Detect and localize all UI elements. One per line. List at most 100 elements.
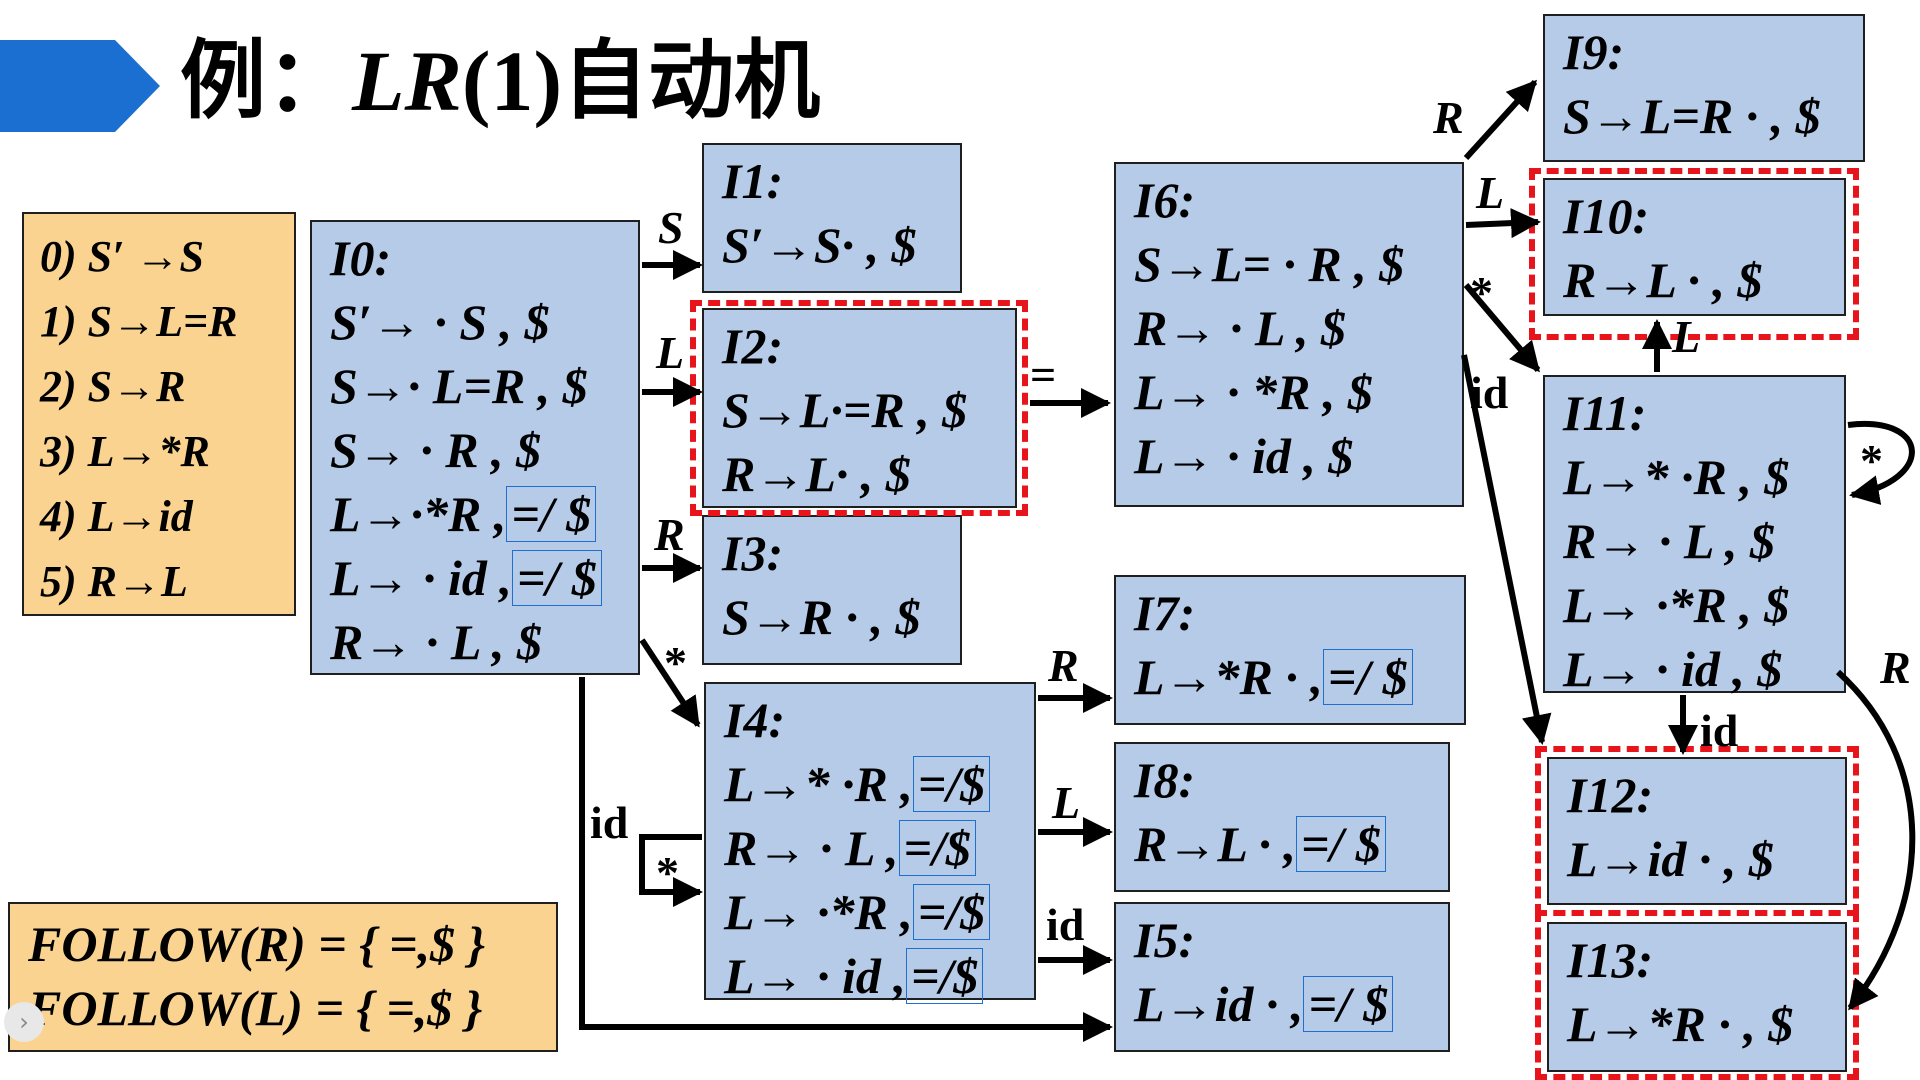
production: 0) S′ →S (40, 232, 204, 281)
edge-label-i0-i5: id (590, 797, 629, 848)
state-i2: I2:S→L·=R , $R→L· , $ (702, 308, 1017, 508)
lookahead-box: =/$ (898, 820, 976, 876)
edge-label-i6-i12: id (1470, 367, 1509, 418)
edge-label-i4-self: * (656, 847, 679, 898)
production: 2) S→R (40, 362, 186, 411)
edge-label-i4-i8: L (1052, 777, 1081, 828)
edge-label-i0-i1: S (658, 202, 684, 253)
production: 4) L→id (40, 492, 193, 541)
lr-item: R→L · ,=/ $ (1134, 812, 1448, 876)
lr-item: L→*R · ,=/ $ (1134, 645, 1464, 709)
lookahead-box: =/ $ (1296, 816, 1386, 872)
state-label: I7: (1134, 585, 1196, 641)
lr-item: S′→ · S , $ (330, 294, 550, 350)
state-i4: I4:L→* ·R ,=/$R→ · L ,=/$L→ ·*R ,=/$L→ ·… (704, 682, 1036, 1004)
slide-nav-icon[interactable]: › (4, 1002, 44, 1042)
edge-label-i11-i12: id (1700, 705, 1739, 756)
state-label: I4: (724, 692, 786, 748)
state-label: I3: (722, 525, 784, 581)
lr-item: S→· L=R , $ (330, 358, 588, 414)
edge-i11-self (1847, 420, 1915, 505)
edge-label-i11-i13: R (1880, 642, 1911, 693)
state-label: I6: (1134, 172, 1196, 228)
state-label: I5: (1134, 912, 1196, 968)
lr-item: R→ · L , $ (1134, 300, 1347, 356)
lookahead-box: =/ $ (1322, 649, 1413, 705)
lookahead-box: =/ $ (506, 486, 597, 542)
lookahead-box: =/ $ (511, 550, 602, 606)
lr-item: L→* ·R , $ (1563, 449, 1790, 505)
lr-item: L→*R · , $ (1567, 996, 1794, 1052)
state-i5: I5:L→id · ,=/ $ (1114, 902, 1450, 1052)
edge-label-i6-i11: * (1470, 267, 1493, 318)
lr-item: R→ · L , $ (1563, 513, 1776, 569)
lr-item: R→L· , $ (722, 446, 911, 502)
state-label: I13: (1567, 932, 1654, 988)
state-label: I11: (1563, 385, 1647, 441)
edge-i6-i12 (1461, 354, 1552, 745)
production: 1) S→L=R (40, 297, 238, 346)
state-i0: I0: S′→ · S , $ S→· L=R , $ S→ · R , $L→·*R… (310, 220, 640, 675)
lookahead-box: =/$ (912, 756, 991, 812)
lr-item: L→id · ,=/ $ (1134, 972, 1448, 1036)
edge-label-i4-i5: id (1046, 899, 1085, 950)
edge-label-i6-i10: L (1476, 167, 1505, 218)
edge-i6-i11 (1463, 283, 1541, 373)
edge-i6-i9 (1463, 79, 1538, 161)
lr-item: S→R · , $ (722, 589, 921, 645)
lr-item: L→ · id , $ (1563, 641, 1783, 697)
highlight-i2 (690, 300, 1028, 516)
state-i9: I9: S→L=R · , $ (1543, 14, 1865, 162)
production: 3) L→*R (40, 427, 210, 476)
state-label: I8: (1134, 752, 1196, 808)
highlight-i10 (1529, 168, 1859, 340)
lr-item: S′→S· , $ (722, 217, 917, 273)
lr-item: L→ · *R , $ (1134, 364, 1373, 420)
lr-item: S→L=R · , $ (1563, 88, 1821, 144)
title-banner-arrow (0, 40, 160, 132)
production: 5) R→L (40, 557, 188, 606)
lr-item: L→·*R ,=/ $ (330, 482, 638, 546)
state-i7: I7:L→*R · ,=/ $ (1114, 575, 1466, 725)
edge-i11-i13 (1835, 669, 1916, 1011)
lr-item: L→ · id ,=/$ (724, 944, 1034, 1008)
state-label: I9: (1563, 24, 1625, 80)
edge-label-i0-i2: L (656, 327, 685, 378)
lookahead-box: =/ $ (1303, 976, 1394, 1032)
lr-item: S→ · R , $ (330, 422, 542, 478)
state-i12: I12:L→id · , $ (1547, 757, 1847, 905)
lr-item: S→L·=R , $ (722, 382, 968, 438)
lr-item: L→ · id ,=/ $ (330, 546, 638, 610)
state-label: I12: (1567, 767, 1654, 823)
lr-item: L→ · id , $ (1134, 428, 1354, 484)
follow-sets: FOLLOW(R) = { =,$ } FOLLOW(L) = { =,$ } (8, 902, 558, 1052)
state-i10: I10: R→L · , $ (1543, 178, 1846, 316)
edge-label-i0-i4: * (664, 637, 687, 688)
lr-item: L→* ·R ,=/$ (724, 752, 1034, 816)
state-label: I0: (330, 230, 392, 286)
state-i6: I6: S→L= · R , $ R→ · L , $ L→ · *R , $ L→ ·… (1114, 162, 1464, 507)
edge-i4-self (639, 834, 703, 907)
lr-item: R→ · L , $ (330, 614, 543, 670)
lookahead-box: =/$ (905, 948, 984, 1004)
edge-label-i6-i9: R (1433, 92, 1464, 143)
edge-label-i11-self: * (1860, 435, 1883, 486)
follow-r: FOLLOW(R) = { =,$ } (28, 916, 486, 972)
lr-item: R→ · L ,=/$ (724, 816, 1034, 880)
edge-label-i11-i10: L (1672, 311, 1701, 362)
lr-item: S→L= · R , $ (1134, 236, 1405, 292)
edge-i0-i5 (579, 677, 1113, 1042)
lr-item: R→L · , $ (1563, 252, 1763, 308)
edge-label-i4-i7: R (1048, 640, 1079, 691)
state-i1: I1:S′→S· , $ (702, 143, 962, 293)
grammar-productions: 0) S′ →S 1) S→L=R 2) S→R 3) L→*R 4) L→id… (22, 212, 296, 616)
state-i13: I13: L→*R · , $ (1547, 922, 1847, 1072)
follow-l: FOLLOW(L) = { =,$ } (28, 980, 483, 1036)
edge-label-i0-i3: R (654, 509, 685, 560)
state-label: I10: (1563, 188, 1650, 244)
lr-item: L→ ·*R , $ (1563, 577, 1790, 633)
edge-i0-i4 (639, 638, 701, 728)
state-i8: I8:R→L · ,=/ $ (1114, 742, 1450, 892)
page-title: 例：LR(1)自动机 (180, 31, 821, 131)
lookahead-box: =/$ (912, 884, 991, 940)
